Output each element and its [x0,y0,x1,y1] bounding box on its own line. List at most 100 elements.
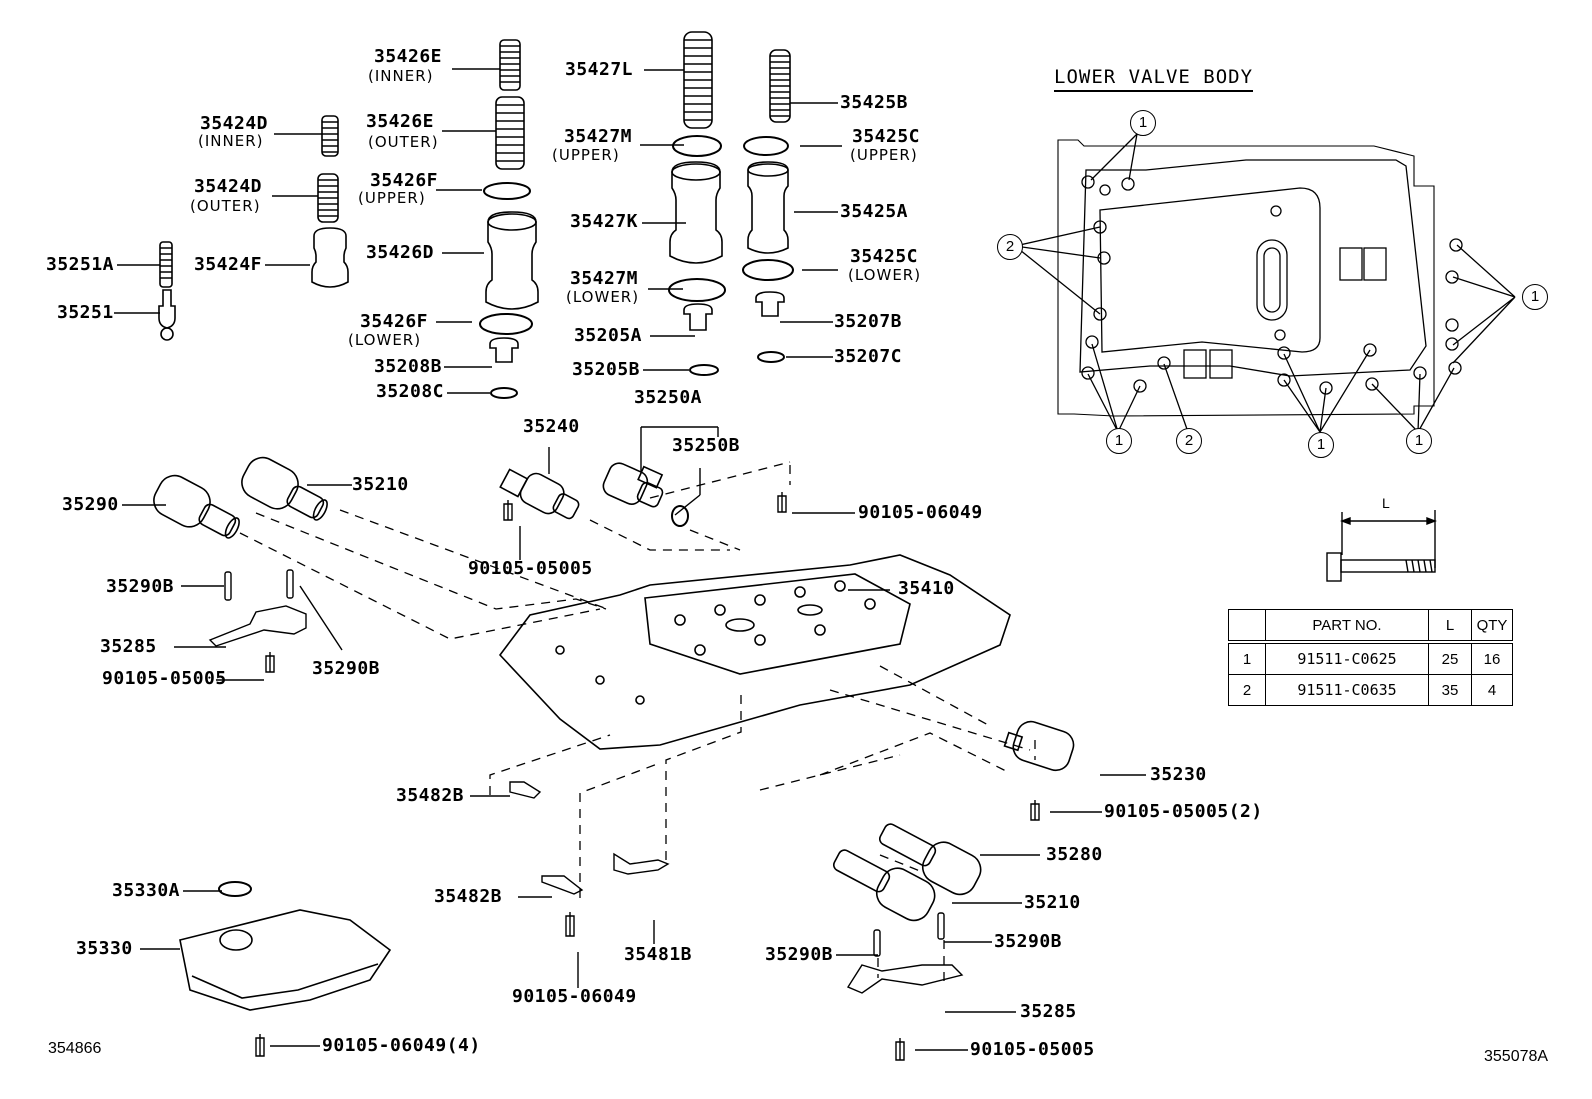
cell-qty: 4 [1471,674,1513,706]
bolt-holes [1081,175,1463,395]
cell-part-no: 91511-C0625 [1265,641,1429,675]
valve-body-assembly [498,554,1011,750]
callout-35427K: 35427K [570,211,639,232]
bolt-marker: 1 [1130,110,1156,136]
solenoids [153,456,1075,922]
cell-key: 1 [1228,641,1266,675]
oil-strainer [179,909,392,1011]
callout-35330: 35330 [76,938,133,959]
callout-90105-06049-top: 90105-06049 [858,502,983,523]
part-number: 35426F [360,311,429,332]
callout-35427L: 35427L [565,59,634,80]
inset-title: LOWER VALVE BODY [1054,66,1254,92]
cell-length: 35 [1428,674,1472,706]
callout-35240: 35240 [523,416,580,437]
callout-35207B: 35207B [834,311,903,332]
callout-35410: 35410 [898,578,955,599]
part-number: 35425C [850,246,919,267]
bolt-marker: 2 [1176,428,1202,454]
part-number: 35425C [852,126,921,147]
callout-35426D: 35426D [366,242,435,263]
part-number: 35426E [374,46,443,67]
callout-35205B: 35205B [572,359,641,380]
figure-id-left: 354866 [48,1040,102,1057]
dimension-label: L [1382,495,1390,511]
callout-90105-05005-left: 90105-05005 [102,668,227,689]
callout-35425B: 35425B [840,92,909,113]
callout-35208C: 35208C [376,381,445,402]
part-note: (UPPER) [552,146,620,164]
col-header-length: L [1428,609,1472,644]
callout-35207C: 35207C [834,346,903,367]
part-note: (OUTER) [368,133,439,151]
part-number: 35426E [366,111,435,132]
part-number: 35427M [564,126,633,147]
callout-35210-top: 35210 [352,474,409,495]
part-note: (LOWER) [566,288,640,306]
callout-35482B-top: 35482B [396,785,465,806]
part-number: 35424D [200,113,269,134]
callout-35290B-bottom-left: 35290B [765,944,834,965]
part-note: (LOWER) [848,266,922,284]
callout-90105-06049-4: 90105-06049(4) [322,1035,481,1056]
small-hardware [208,492,1040,1061]
bolt-spec-table: PART NO. L QTY 1 91511-C0625 25 16 2 915… [1228,609,1513,706]
bolt-marker: 1 [1106,428,1132,454]
bolt-marker: 1 [1522,284,1548,310]
part-note: (UPPER) [358,189,426,207]
callout-35290B-left: 35290B [106,576,175,597]
col-header-key [1228,609,1266,644]
figure-id-right: 355078A [1484,1048,1549,1065]
part-number: 35427M [570,268,639,289]
bolt-dimension-illustration [1326,510,1437,582]
callout-90105-05005-mid: 90105-05005 [468,558,593,579]
callout-35482B-bottom: 35482B [434,886,503,907]
part-note: (INNER) [368,67,434,85]
callout-90105-05005-bottom: 90105-05005 [970,1039,1095,1060]
callout-35250B: 35250B [672,435,741,456]
callout-35208B: 35208B [374,356,443,377]
dashed-guides [239,461,1036,985]
callout-35280: 35280 [1046,844,1103,865]
callout-35230: 35230 [1150,764,1207,785]
part-note: (OUTER) [190,197,261,215]
callout-35481B: 35481B [624,944,693,965]
callout-35250A: 35250A [634,387,703,408]
bolt-marker: 1 [1406,428,1432,454]
spring-parts [159,31,791,288]
leader-lines [114,68,1146,1051]
col-header-qty: QTY [1471,609,1513,644]
inset-callout-leaders [1014,133,1516,433]
valve-sleeves [158,161,789,363]
callout-35251A: 35251A [46,254,115,275]
cell-part-no: 91511-C0635 [1265,674,1429,706]
cell-qty: 16 [1471,641,1513,675]
callout-35424F: 35424F [194,254,263,275]
table-row: 1 91511-C0625 25 16 [1228,641,1513,675]
callout-35290B-left2: 35290B [312,658,381,679]
part-note: (LOWER) [348,331,422,349]
cell-key: 2 [1228,674,1266,706]
part-note: (INNER) [198,132,264,150]
o-rings [218,135,794,897]
callout-35330A: 35330A [112,880,181,901]
callout-90105-06049-mid: 90105-06049 [512,986,637,1007]
col-header-part-no: PART NO. [1265,609,1429,644]
callout-35205A: 35205A [574,325,643,346]
part-number: 35424D [194,176,263,197]
lower-valve-body-inset [1014,133,1516,433]
callout-35290: 35290 [62,494,119,515]
callout-35290B-bottom-right: 35290B [994,931,1063,952]
callout-35210-bottom: 35210 [1024,892,1081,913]
part-note: (UPPER) [850,146,918,164]
callout-35251: 35251 [57,302,114,323]
callout-90105-05005-2: 90105-05005(2) [1104,801,1263,822]
callout-35425A: 35425A [840,201,909,222]
bolt-marker: 1 [1308,432,1334,458]
bolt-marker: 2 [997,234,1023,260]
callout-35285-bottom: 35285 [1020,1001,1077,1022]
callout-35285-left: 35285 [100,636,157,657]
cell-length: 25 [1428,641,1472,675]
table-row: 2 91511-C0635 35 4 [1228,674,1513,706]
